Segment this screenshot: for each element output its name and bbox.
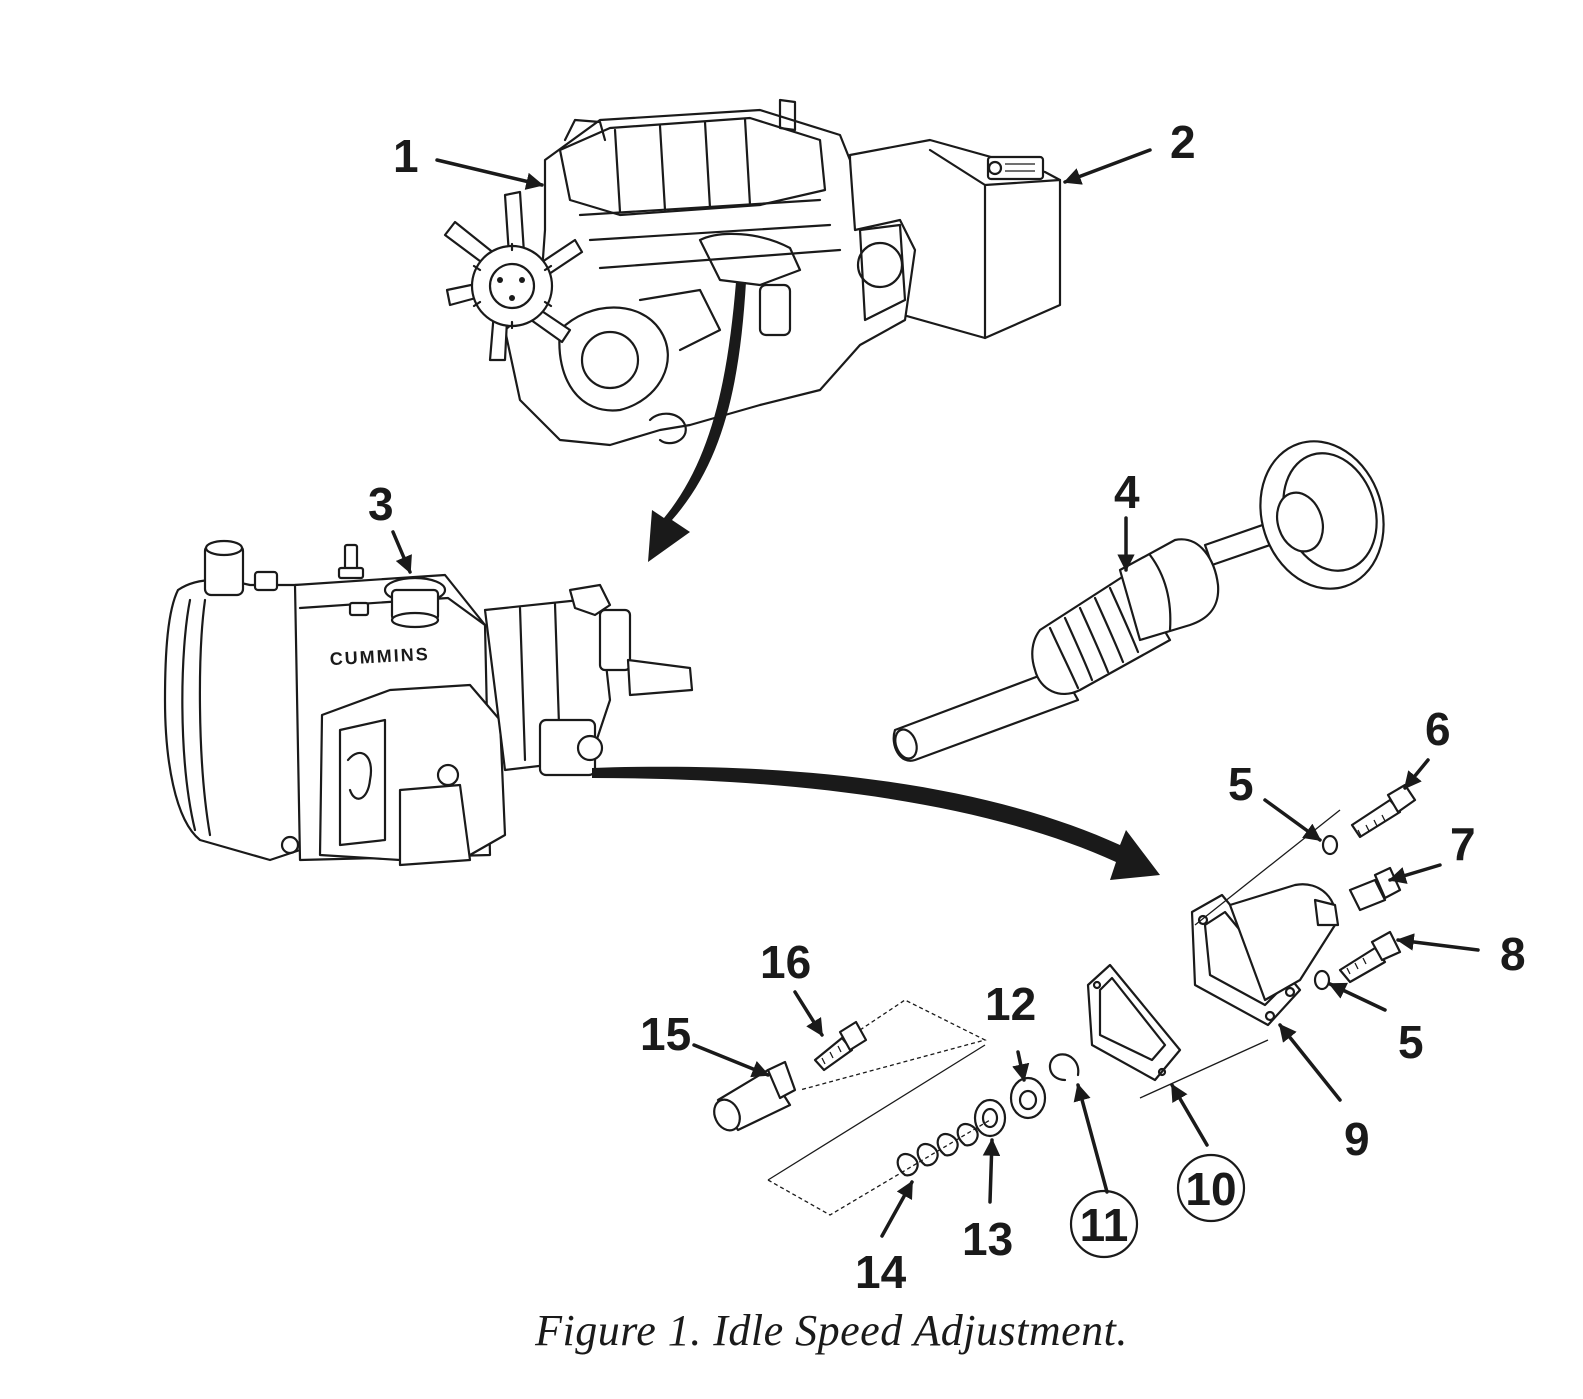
lock-washer-5b: [1313, 969, 1331, 991]
callout-11: 11: [1080, 1199, 1129, 1251]
callout-1: 1: [393, 130, 419, 182]
callout-10: 10: [1185, 1163, 1236, 1215]
callout-11-circle: [1069, 1189, 1139, 1259]
callout-14: 14: [855, 1246, 907, 1298]
lock-washer-5a: [1321, 834, 1339, 856]
callout-12: 12: [985, 978, 1036, 1030]
callout-6: 6: [1425, 703, 1451, 755]
spring-14: [896, 1122, 979, 1177]
callout-5-lower: 5: [1398, 1016, 1424, 1068]
callout-13: 13: [962, 1213, 1013, 1265]
callout-9: 9: [1344, 1113, 1370, 1165]
fuel-pump-illustration: CUMMINS: [163, 539, 694, 867]
governor-shaft-assembly: [892, 440, 1385, 762]
engine-to-pump-arrow: [648, 282, 746, 562]
retaining-ring-11: [1048, 1053, 1080, 1082]
engine-fan: [443, 190, 584, 362]
figure-caption-row: Figure 1. Idle Speed Adjustment.: [0, 1305, 1583, 1356]
callout-8: 8: [1500, 928, 1526, 980]
callout-4: 4: [1114, 466, 1140, 518]
plunger-12: [1009, 1076, 1047, 1120]
callout-5-upper: 5: [1228, 758, 1254, 810]
callout-7: 7: [1450, 818, 1476, 870]
callout-labels: 1 2 3 4 5 6 7 8 5 9 10 11 12 13 14 15 16: [368, 116, 1526, 1298]
screw-6: [1350, 783, 1417, 839]
engine-illustration: [443, 98, 1062, 447]
leader-lines: [391, 148, 1480, 1238]
callout-15: 15: [640, 1008, 691, 1060]
callout-3: 3: [368, 478, 394, 530]
engine-block: [503, 98, 917, 447]
centerline-upper: [799, 999, 987, 1091]
screw-8: [1338, 930, 1402, 984]
sleeve-15: [713, 1060, 797, 1132]
washer-13: [973, 1098, 1007, 1138]
fitting-7: [1348, 866, 1402, 912]
callout-2: 2: [1170, 116, 1196, 168]
callout-10-circle: [1176, 1153, 1246, 1223]
centerline-lower: [767, 1119, 991, 1216]
pump-to-assembly-arrow: [592, 766, 1160, 880]
screw-16: [813, 1020, 868, 1072]
gasket: [1086, 963, 1182, 1082]
figure-caption: Figure 1. Idle Speed Adjustment.: [535, 1306, 1128, 1355]
callout-16: 16: [760, 936, 811, 988]
idle-housing: [1139, 809, 1341, 1099]
centerline-lower-box: [767, 1044, 986, 1181]
